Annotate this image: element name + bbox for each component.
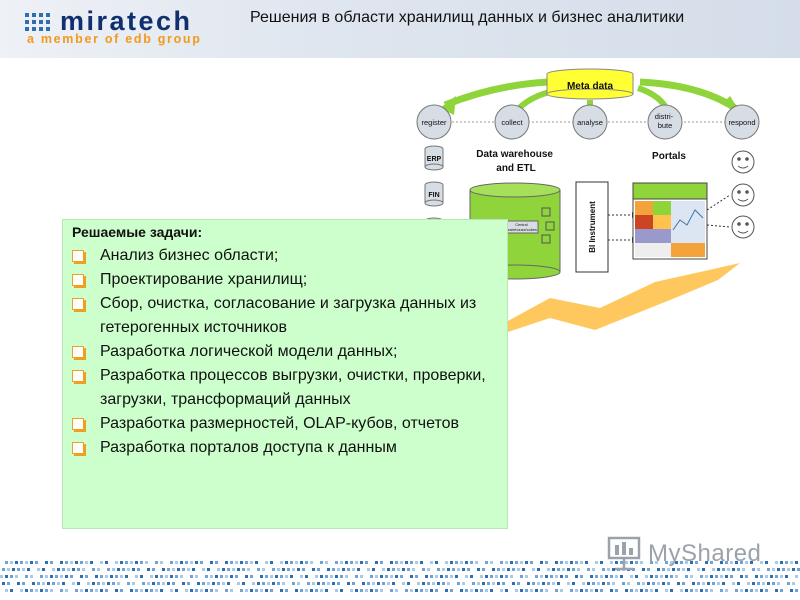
- checkbox-bullet-icon: [72, 442, 84, 454]
- list-item: Разработка логической модели данных;: [72, 340, 502, 364]
- svg-text:register: register: [421, 118, 447, 127]
- meta-data-cylinder: Meta data: [546, 68, 634, 100]
- checkbox-bullet-icon: [72, 418, 84, 430]
- list-item: Анализ бизнес области;: [72, 244, 502, 268]
- page-title: Решения в области хранилищ данных и бизн…: [250, 9, 685, 26]
- architecture-diagram: Meta data register collect analyse distr…: [416, 68, 760, 332]
- bi-instrument-box: [575, 181, 609, 273]
- checkbox-bullet-icon: [72, 250, 84, 262]
- tasks-panel: Решаемые задачи: Анализ бизнес области; …: [62, 219, 508, 529]
- list-item: Разработка процессов выгрузки, очистки, …: [72, 364, 502, 412]
- data-flow-ribbon: [506, 263, 740, 332]
- list-item: Разработка размерностей, OLAP-кубов, отч…: [72, 412, 502, 436]
- tasks-heading: Решаемые задачи:: [72, 224, 203, 240]
- bi-instrument-label: BI Instrument: [588, 201, 597, 253]
- source-fin: FIN: [424, 181, 444, 207]
- checkbox-bullet-icon: [72, 370, 84, 382]
- svg-text:FIN: FIN: [428, 192, 439, 199]
- portals-label: Portals: [652, 151, 686, 162]
- logo-tagline: a member of edb group: [27, 32, 202, 46]
- svg-text:collect: collect: [501, 118, 523, 127]
- user-smiley-icon: [731, 215, 755, 239]
- list-item: Разработка порталов доступа к данным: [72, 436, 502, 460]
- meta-arrow-left: [443, 78, 549, 109]
- warehouse-label: Data warehouse and ETL: [476, 149, 555, 174]
- logo-mark-icon: [25, 13, 50, 31]
- meta-data-label: Meta data: [567, 81, 614, 92]
- step-collect: collect: [494, 104, 530, 140]
- step-analyse: analyse: [572, 104, 608, 140]
- list-item: Проектирование хранилищ;: [72, 268, 502, 292]
- checkbox-bullet-icon: [72, 298, 84, 310]
- tasks-list: Анализ бизнес области; Проектирование хр…: [72, 244, 502, 460]
- step-register: register: [416, 104, 452, 140]
- portal-screen: [632, 182, 708, 260]
- svg-text:respond: respond: [728, 118, 755, 127]
- checkbox-bullet-icon: [72, 346, 84, 358]
- source-erp: ERP: [424, 145, 444, 171]
- svg-text:ERP: ERP: [427, 156, 442, 163]
- user-smiley-icon: [731, 150, 755, 174]
- svg-text:analyse: analyse: [577, 118, 603, 127]
- user-smiley-icon: [731, 183, 755, 207]
- step-respond: respond: [724, 104, 760, 140]
- watermark-text: MyShared: [648, 540, 762, 567]
- step-distribute: distri- bute: [647, 104, 683, 140]
- presentation-icon: [607, 536, 641, 571]
- warehouse-inner-label: Central warehouse/cubes: [507, 223, 537, 232]
- list-item: Сбор, очистка, согласование и загрузка д…: [72, 292, 502, 340]
- footer-dot-pattern: [0, 561, 800, 592]
- header-bar: miratech a member of edb group Решения в…: [0, 0, 800, 58]
- step-distribute-label: distri- bute: [655, 112, 675, 130]
- logo-name: miratech: [60, 6, 193, 36]
- checkbox-bullet-icon: [72, 274, 84, 286]
